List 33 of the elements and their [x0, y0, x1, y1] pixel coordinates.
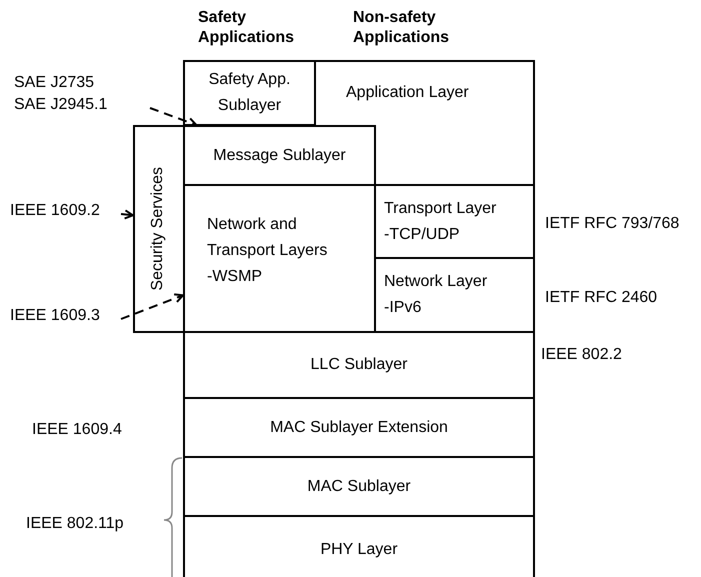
layer-label: -WSMP — [207, 267, 262, 287]
standard-label: IEEE 802.11p — [26, 514, 125, 534]
layer-label: PHY Layer — [320, 540, 398, 560]
security-box — [133, 125, 376, 333]
layer-label: LLC Sublayer — [310, 355, 408, 375]
layer-label: -TCP/UDP — [384, 224, 460, 244]
layer-label: MAC Sublayer Extension — [270, 418, 448, 438]
layer-box — [183, 331, 535, 399]
layer-label: -IPv6 — [384, 298, 422, 318]
standard-label: IEEE 1609.4 — [32, 420, 123, 440]
standard-label: SAE J2945.1 — [14, 95, 108, 115]
layer-label: Safety App. Sublayer — [208, 70, 292, 116]
arrow — [120, 293, 184, 320]
layer-box — [183, 515, 535, 577]
layer-box — [183, 60, 316, 126]
standard-label: IEEE 802.2 — [541, 345, 623, 365]
layer-label: MAC Sublayer — [307, 476, 411, 496]
column-heading: Non-safety Applications — [353, 8, 450, 48]
standard-label: SAE J2735 — [14, 73, 96, 93]
layer-label: Network and Transport Layers — [207, 215, 328, 261]
column-heading: Safety Applications — [198, 8, 296, 48]
layer-label: Transport Layer — [384, 198, 496, 218]
standard-label: IETF RFC 2460 — [545, 288, 658, 308]
layer-label: Network Layer — [384, 272, 488, 292]
standard-label: IEEE 1609.2 — [10, 201, 101, 221]
standard-label: IEEE 1609.3 — [10, 306, 101, 326]
layer-box — [183, 397, 535, 458]
layer-label: Message Sublayer — [213, 146, 346, 166]
layer-box — [183, 456, 535, 517]
standard-label: IETF RFC 793/768 — [545, 214, 680, 234]
layer-label: Application Layer — [346, 83, 469, 103]
layer-label: Security Services — [148, 167, 167, 291]
arrow — [120, 209, 134, 220]
